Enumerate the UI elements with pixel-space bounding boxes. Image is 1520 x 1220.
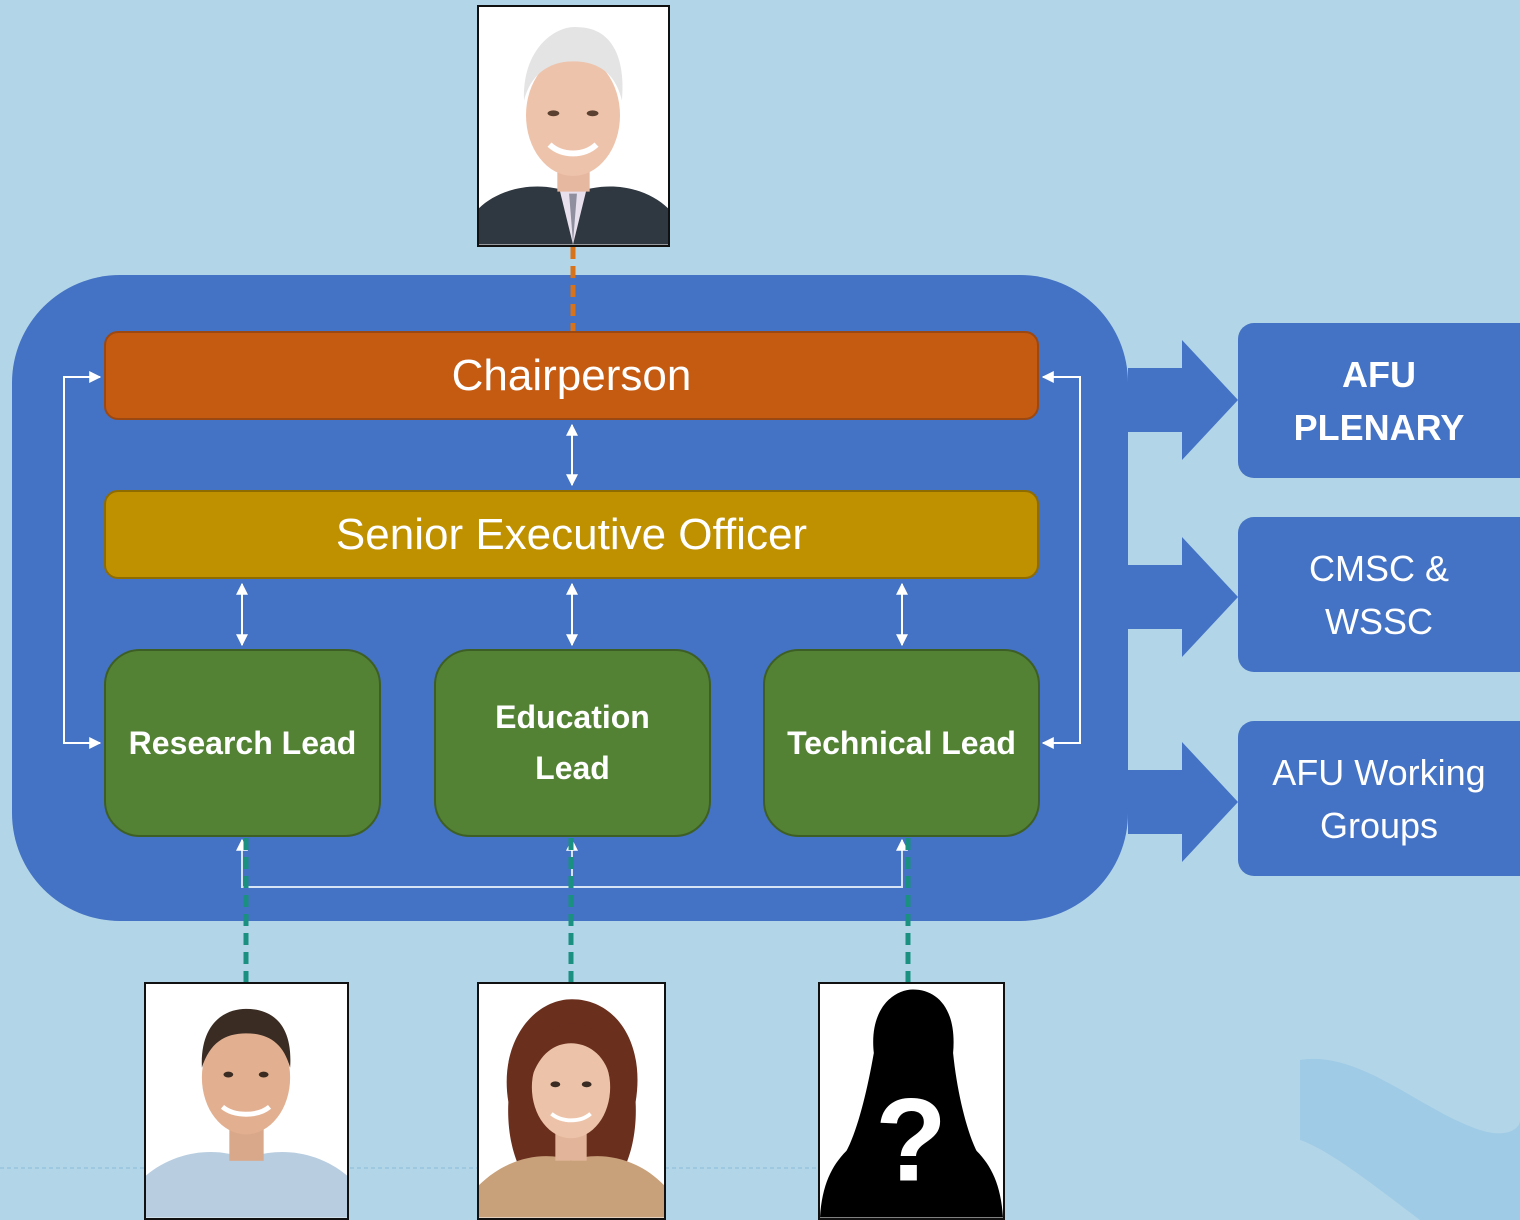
output-arrow-2 [1128,537,1238,657]
right-elbow-arrow [1041,371,1081,749]
education-lead-photo [477,982,666,1220]
chairperson-portrait-icon [479,7,668,245]
technical-lead-label: Technical Lead [787,724,1016,761]
education-lead-portrait-icon [479,984,664,1218]
seo-label: Senior Executive Officer [335,509,808,559]
education-lead-label: Education Lead [495,699,650,786]
unknown-person-silhouette-icon: ? [820,984,1003,1218]
afu-working-groups-label: AFU Working Groups [1272,751,1486,846]
decorative-wave [1300,1058,1520,1220]
cmsc-wssc-label: CMSC & WSSC [1308,547,1449,642]
left-elbow-arrow [63,371,102,749]
chairperson-box: Chairperson [104,331,1039,420]
research-lead-portrait-icon [146,984,347,1218]
cmsc-wssc-box: CMSC & WSSC [1238,517,1520,672]
question-mark-icon: ? [875,1074,947,1205]
technical-lead-box: Technical Lead [763,649,1040,837]
afu-working-groups-box: AFU Working Groups [1238,721,1520,876]
output-arrow-1 [1128,340,1238,460]
afu-plenary-box: AFU PLENARY [1238,323,1520,478]
technical-lead-photo: ? [818,982,1005,1220]
senior-executive-officer-box: Senior Executive Officer [104,490,1039,579]
research-lead-photo [144,982,349,1220]
output-arrow-3 [1128,742,1238,862]
afu-plenary-label: AFU PLENARY [1293,353,1465,448]
education-lead-box: Education Lead [434,649,711,837]
chairperson-label: Chairperson [451,350,692,400]
research-lead-box: Research Lead [104,649,381,837]
chairperson-photo [477,5,670,247]
research-lead-label: Research Lead [128,724,357,761]
